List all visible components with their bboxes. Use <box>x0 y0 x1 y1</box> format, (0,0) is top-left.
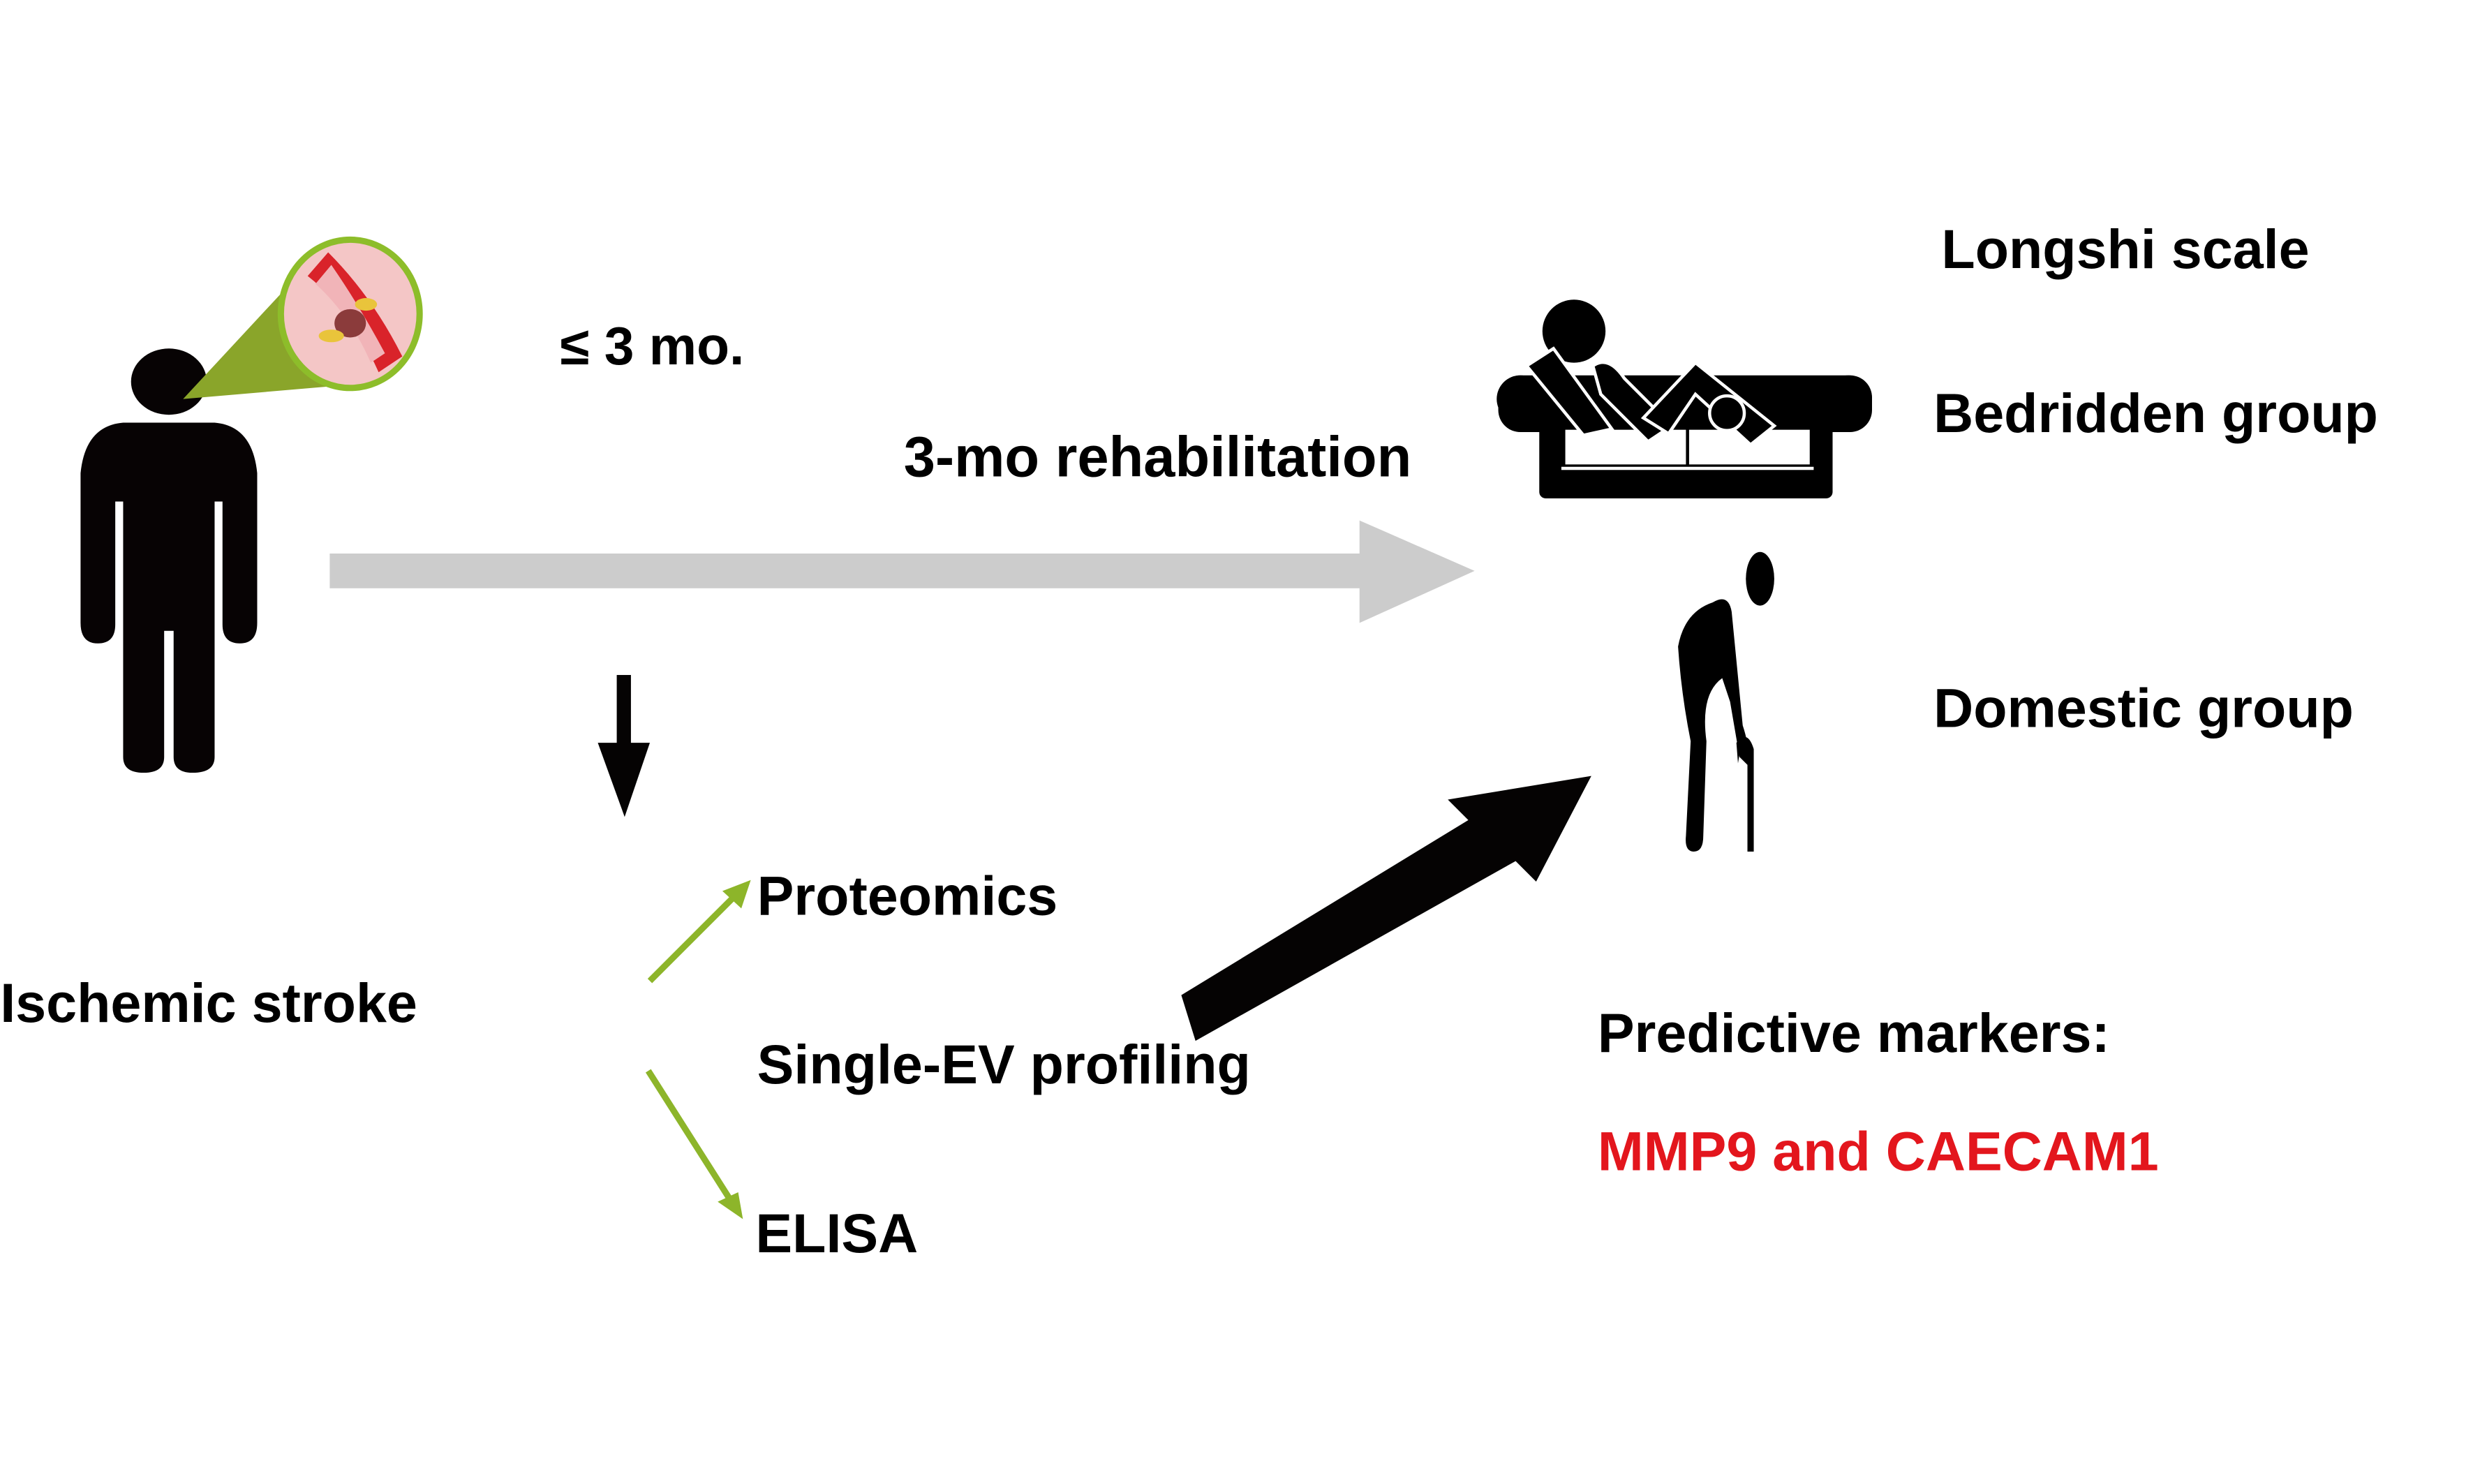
elisa-label: ELISA <box>755 1202 918 1264</box>
down-arrow <box>597 674 651 817</box>
timeline-arrow <box>329 520 1475 623</box>
domestic-elderly-icon <box>1678 551 1774 852</box>
bedridden-group-label: Bedridden group <box>1933 382 2378 444</box>
ischemic-stroke-label: Ischemic stroke <box>0 972 417 1034</box>
domestic-group-label: Domestic group <box>1933 677 2354 739</box>
longshi-scale-label: Longshi scale <box>1941 218 2309 280</box>
duration-label: ≤ 3 mo. <box>560 316 744 376</box>
artery-magnifier-icon <box>183 236 423 399</box>
single-ev-profiling-label: Single-EV profiling <box>757 1033 1251 1095</box>
rehab-label: 3-mo rehabilitation <box>904 425 1412 489</box>
proteomics-label: Proteomics <box>757 864 1058 926</box>
predictive-markers-title: Predictive markers: <box>1598 1002 2110 1064</box>
elisa-branch-arrow <box>645 1069 743 1219</box>
patient-figure-icon <box>80 348 258 773</box>
outcome-arrow <box>1181 776 1591 1041</box>
predictive-markers-value: MMP9 and CAECAM1 <box>1598 1120 2159 1182</box>
proteomics-branch-arrow <box>647 880 751 984</box>
bedridden-couch-icon <box>1497 299 1872 498</box>
